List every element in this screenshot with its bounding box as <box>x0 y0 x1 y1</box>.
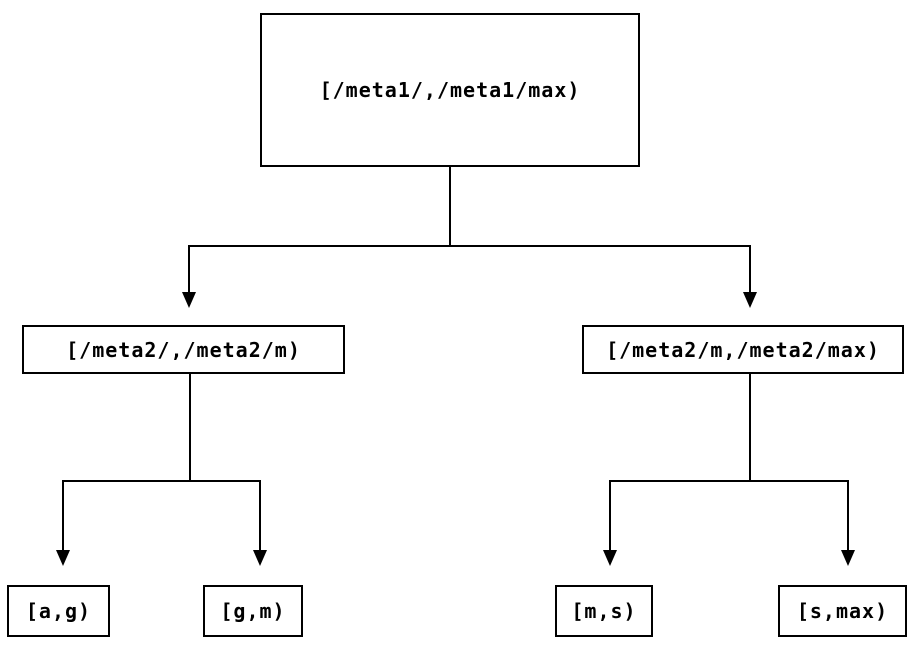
tree-node-label: [/meta2/m,/meta2/max) <box>606 337 880 362</box>
tree-node-label: [/meta1/,/meta1/max) <box>319 78 581 102</box>
arrow-down-icon <box>182 292 196 308</box>
tree-node-label: [s,max) <box>796 599 889 623</box>
tree-node-label: [g,m) <box>220 599 286 623</box>
arrow-down-icon <box>603 550 617 566</box>
tree-leaf-ag: [a,g) <box>7 585 110 637</box>
tree-leaf-ms: [m,s) <box>555 585 653 637</box>
tree-node-meta2-low: [/meta2/,/meta2/m) <box>22 325 345 374</box>
tree-node-label: [/meta2/,/meta2/m) <box>66 337 301 362</box>
tree-node-meta2-high: [/meta2/m,/meta2/max) <box>582 325 904 374</box>
tree-leaf-gm: [g,m) <box>203 585 303 637</box>
arrow-down-icon <box>56 550 70 566</box>
tree-node-root: [/meta1/,/meta1/max) <box>260 13 640 167</box>
tree-node-label: [m,s) <box>571 599 637 623</box>
arrow-down-icon <box>253 550 267 566</box>
arrow-down-icon <box>841 550 855 566</box>
arrow-down-icon <box>743 292 757 308</box>
tree-node-label: [a,g) <box>25 599 92 623</box>
tree-leaf-smax: [s,max) <box>778 585 907 637</box>
